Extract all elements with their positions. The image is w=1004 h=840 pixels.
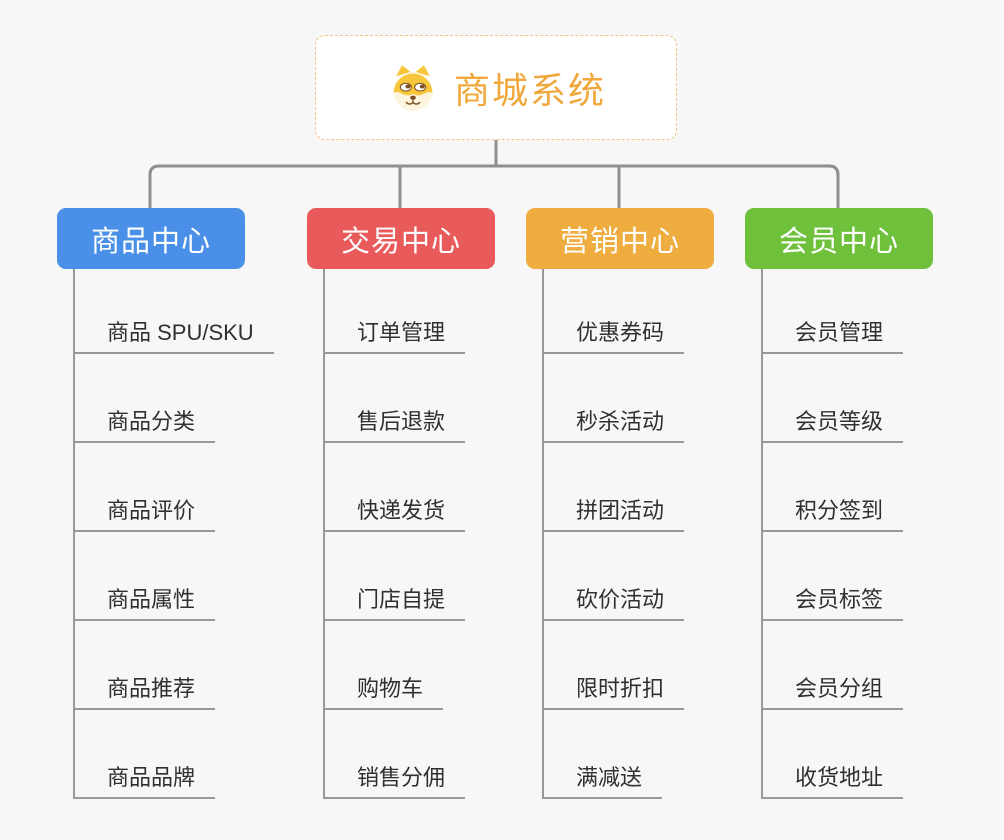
- child-node-label: 砍价活动: [576, 587, 665, 612]
- child-node[interactable]: 会员分组: [761, 662, 904, 710]
- child-node[interactable]: 收货地址: [761, 751, 904, 799]
- child-node[interactable]: 积分签到: [761, 484, 904, 532]
- child-node-label: 秒杀活动: [576, 409, 665, 434]
- child-node[interactable]: 拼团活动: [542, 484, 685, 532]
- child-node-label: 会员管理: [795, 320, 884, 345]
- child-node-label: 会员分组: [795, 676, 884, 701]
- child-node[interactable]: 售后退款: [323, 395, 466, 443]
- dog-face-icon: [386, 62, 440, 114]
- branch-label: 商品中心: [90, 225, 211, 258]
- branch-node-2[interactable]: 交易中心: [307, 208, 495, 269]
- child-node[interactable]: 满减送: [542, 751, 663, 799]
- child-node[interactable]: 购物车: [323, 662, 444, 710]
- child-node-label: 购物车: [357, 676, 424, 701]
- root-title: 商城系统: [453, 69, 606, 111]
- child-node[interactable]: 商品推荐: [73, 662, 216, 710]
- child-node-label: 订单管理: [357, 320, 446, 345]
- child-node-label: 商品属性: [107, 587, 196, 612]
- child-node[interactable]: 会员等级: [761, 395, 904, 443]
- child-node-label: 会员等级: [795, 409, 884, 434]
- child-node[interactable]: 砍价活动: [542, 573, 685, 621]
- child-node[interactable]: 商品分类: [73, 395, 216, 443]
- branch-bus-line: [148, 164, 840, 208]
- branch-label: 营销中心: [559, 225, 680, 258]
- child-node-label: 积分签到: [795, 498, 884, 523]
- child-node[interactable]: 限时折扣: [542, 662, 685, 710]
- child-node[interactable]: 秒杀活动: [542, 395, 685, 443]
- child-node-label: 售后退款: [357, 409, 446, 434]
- child-node-label: 拼团活动: [576, 498, 665, 523]
- child-node[interactable]: 商品评价: [73, 484, 216, 532]
- child-node-label: 商品评价: [107, 498, 196, 523]
- child-node-label: 满减送: [576, 765, 643, 790]
- branch-child-line: [542, 269, 544, 799]
- branch-node-3[interactable]: 营销中心: [526, 208, 714, 269]
- branch-node-4[interactable]: 会员中心: [745, 208, 933, 269]
- child-node[interactable]: 快递发货: [323, 484, 466, 532]
- branch-child-line: [761, 269, 763, 799]
- root-node[interactable]: 商城系统: [315, 35, 677, 140]
- child-node[interactable]: 优惠券码: [542, 306, 685, 354]
- branch-node-1[interactable]: 商品中心: [57, 208, 245, 269]
- branch-label: 会员中心: [778, 225, 899, 258]
- child-node-label: 销售分佣: [357, 765, 446, 790]
- child-node[interactable]: 门店自提: [323, 573, 466, 621]
- branch-label: 交易中心: [340, 225, 461, 258]
- child-node-label: 门店自提: [357, 587, 446, 612]
- child-node[interactable]: 订单管理: [323, 306, 466, 354]
- branch-child-line: [323, 269, 325, 799]
- child-node-label: 商品推荐: [107, 676, 196, 701]
- child-node-label: 会员标签: [795, 587, 884, 612]
- child-node[interactable]: 会员标签: [761, 573, 904, 621]
- branch-child-line: [73, 269, 75, 799]
- child-node[interactable]: 商品属性: [73, 573, 216, 621]
- child-node-label: 快递发货: [357, 498, 446, 523]
- child-node-label: 商品 SPU/SKU: [107, 320, 254, 345]
- child-node-label: 商品分类: [107, 409, 196, 434]
- child-node[interactable]: 商品 SPU/SKU: [73, 306, 274, 354]
- child-node[interactable]: 销售分佣: [323, 751, 466, 799]
- child-node-label: 收货地址: [795, 765, 884, 790]
- child-node-label: 优惠券码: [576, 320, 665, 345]
- child-node-label: 商品品牌: [107, 765, 196, 790]
- child-node-label: 限时折扣: [576, 676, 665, 701]
- child-node[interactable]: 商品品牌: [73, 751, 216, 799]
- child-node[interactable]: 会员管理: [761, 306, 904, 354]
